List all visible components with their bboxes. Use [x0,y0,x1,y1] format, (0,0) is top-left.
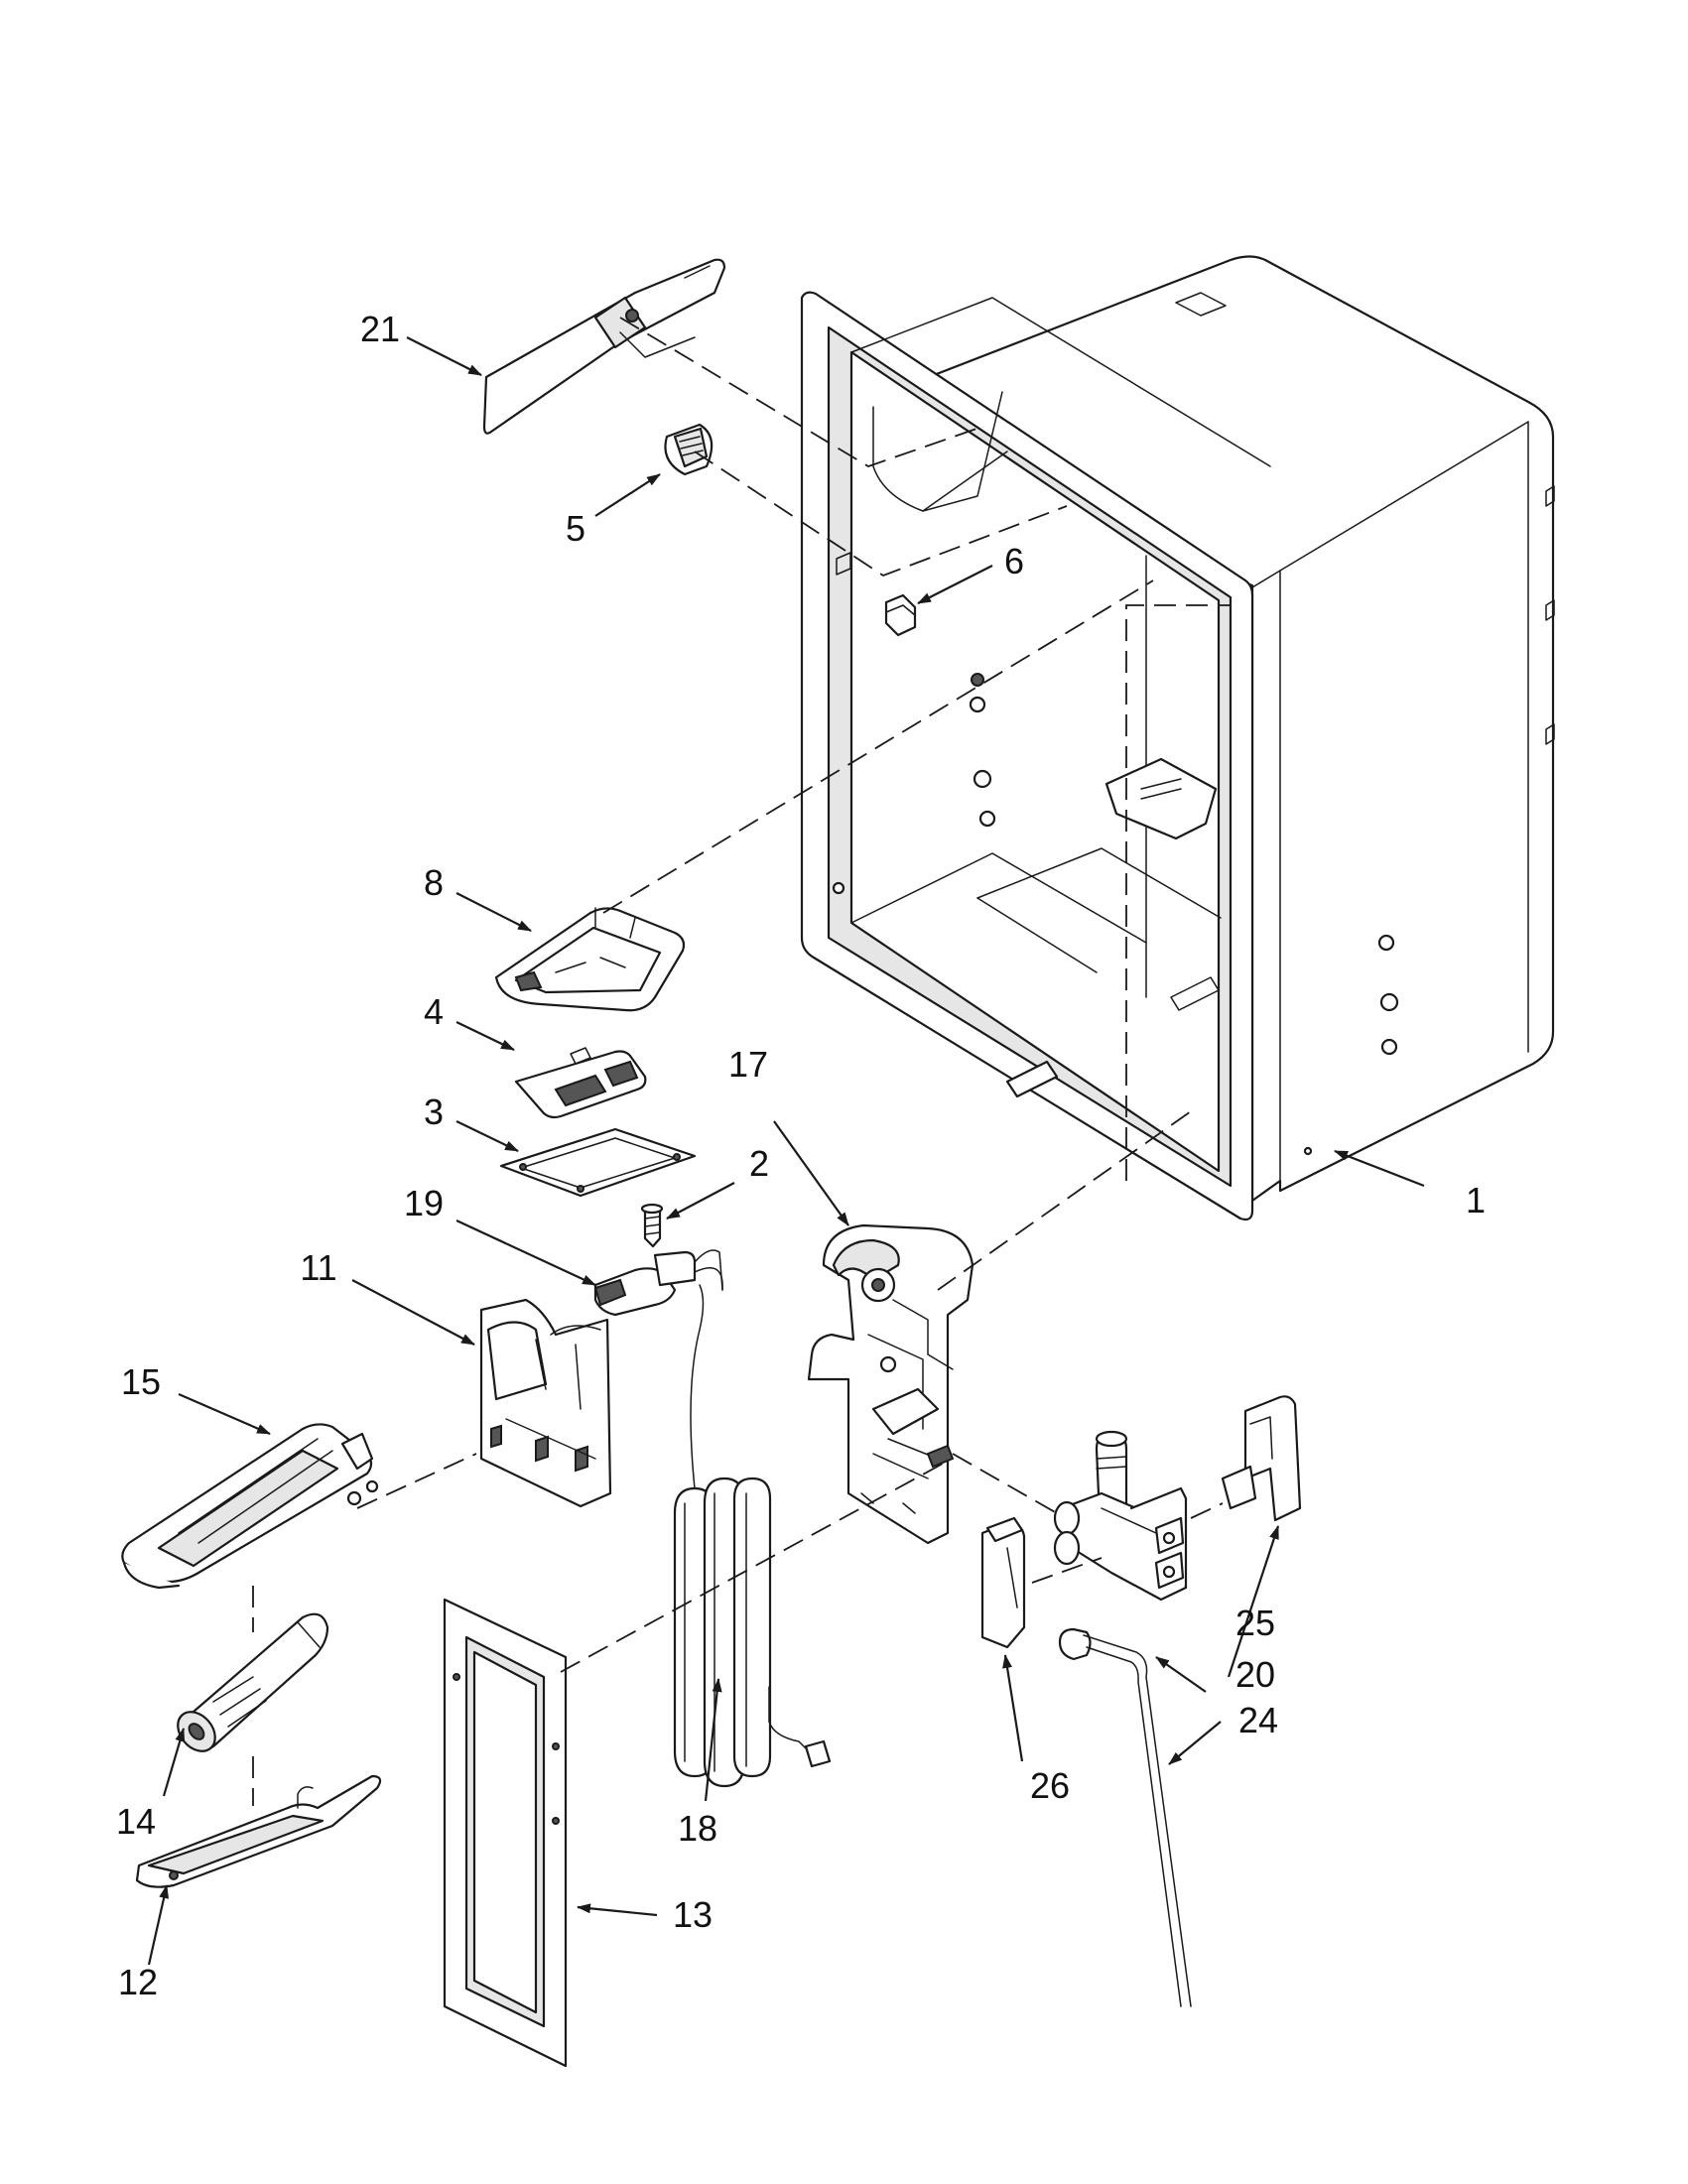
callout-5: 5 [566,508,585,549]
callout-3: 3 [424,1092,444,1132]
part-26-bracket [980,1516,1026,1649]
callout-21: 21 [360,309,400,349]
assembly-lines [252,317,1231,1806]
callout-11: 11 [300,1247,336,1288]
callout-12: 12 [118,1962,158,2002]
part-14-filter [177,1612,329,1752]
callout-6: 6 [1004,541,1024,581]
callout-2: 2 [749,1143,769,1184]
callout-24: 24 [1238,1700,1278,1740]
callout-18: 18 [678,1808,717,1849]
part-17-bracket [807,1223,974,1545]
callout-8: 8 [424,862,444,903]
part-2-screw [640,1203,664,1248]
part-19-sensor [593,1249,723,1317]
callout-15: 15 [121,1361,161,1402]
part-12-cap [135,1774,382,1888]
callout-13: 13 [673,1894,713,1935]
part-3-plate [499,1127,697,1198]
callout-25: 25 [1235,1603,1275,1643]
part-21-cover [482,258,726,435]
part-20-valve [1053,1430,1188,1602]
callout-labels: 21 5 6 8 4 3 2 17 1 19 11 15 14 12 13 18… [116,309,1486,2002]
part-13-panel [443,1598,568,2068]
callout-19: 19 [404,1183,444,1223]
callout-20: 20 [1235,1654,1275,1695]
callout-14: 14 [116,1801,156,1842]
callout-4: 4 [424,991,444,1032]
part-11-bracket [479,1298,612,1508]
part-5-knob [664,423,714,476]
callout-1: 1 [1466,1180,1486,1220]
part-1-liner [800,255,1555,1221]
part-6-clip [884,593,917,637]
callout-26: 26 [1030,1765,1070,1806]
leader-lines [147,336,1425,1966]
part-25-bracket [1221,1395,1302,1522]
part-24-tube [1058,1627,1192,2007]
callout-17: 17 [728,1044,768,1085]
part-15-filter-housing [121,1423,379,1590]
part-18-heater [673,1284,832,1788]
part-4-board [514,1047,647,1119]
part-8-housing [494,907,686,1012]
